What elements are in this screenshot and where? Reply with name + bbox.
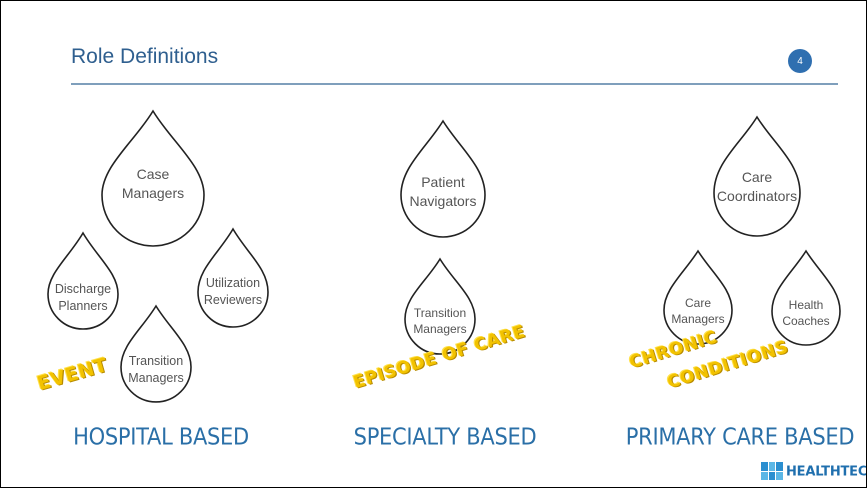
drop-transition-managers-specialty <box>404 257 476 355</box>
drop-patient-navigators <box>400 119 486 238</box>
drop-health-coaches <box>771 249 841 346</box>
drop-utilization-reviewers <box>197 227 269 328</box>
drop-care-coordinators <box>713 115 801 237</box>
drop-transition-managers-hospital <box>120 304 192 403</box>
page-number-badge: 4 <box>788 49 812 73</box>
healthtechs-logo: HEALTHTECHS3 <box>761 462 867 480</box>
category-specialty-based: SPECIALTY BASED <box>353 424 537 450</box>
drop-discharge-planners <box>47 231 119 330</box>
slide-title: Role Definitions <box>71 45 219 68</box>
logo-text: HEALTHTECHS3 <box>786 464 867 480</box>
drop-case-managers <box>101 109 205 247</box>
category-hospital-based: HOSPITAL BASED <box>73 424 249 450</box>
title-divider <box>71 83 838 85</box>
category-primary-care-based: PRIMARY CARE BASED <box>625 424 855 450</box>
drop-care-managers <box>663 249 733 345</box>
logo-mark-icon <box>761 462 783 480</box>
